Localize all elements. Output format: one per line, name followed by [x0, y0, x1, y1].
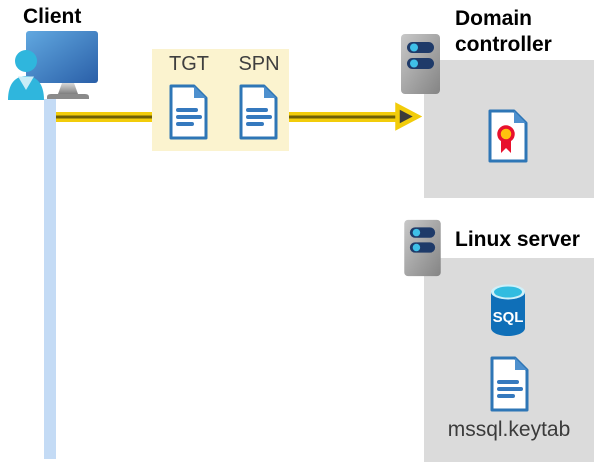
- person-head: [15, 50, 37, 72]
- monitor-stand: [58, 83, 78, 94]
- domain-controller-server-icon: [401, 34, 440, 94]
- spn-label: SPN: [238, 53, 280, 75]
- keytab-document-icon: [490, 356, 529, 412]
- keytab-file-label: mssql.keytab: [447, 418, 571, 441]
- sql-database-icon: SQL: [491, 284, 525, 336]
- spn-document-icon: [239, 84, 278, 140]
- client-timeline-line: [44, 99, 56, 459]
- person-collar: [18, 76, 34, 90]
- auth-flow-arrow-head-icon: [395, 102, 422, 131]
- linux-server-label: Linux server: [455, 228, 580, 251]
- tgt-label: TGT: [169, 53, 209, 75]
- linux-server-icon: [404, 219, 441, 277]
- domain-controller-label: Domain controller: [455, 7, 552, 56]
- tgt-document-icon: [169, 84, 208, 140]
- client-label: Client: [23, 5, 82, 28]
- client-workstation-icon: [8, 31, 98, 100]
- sql-text: SQL: [493, 309, 524, 326]
- monitor-stand-base: [47, 94, 89, 99]
- monitor-icon: [26, 31, 98, 83]
- certificate-icon: [488, 109, 528, 163]
